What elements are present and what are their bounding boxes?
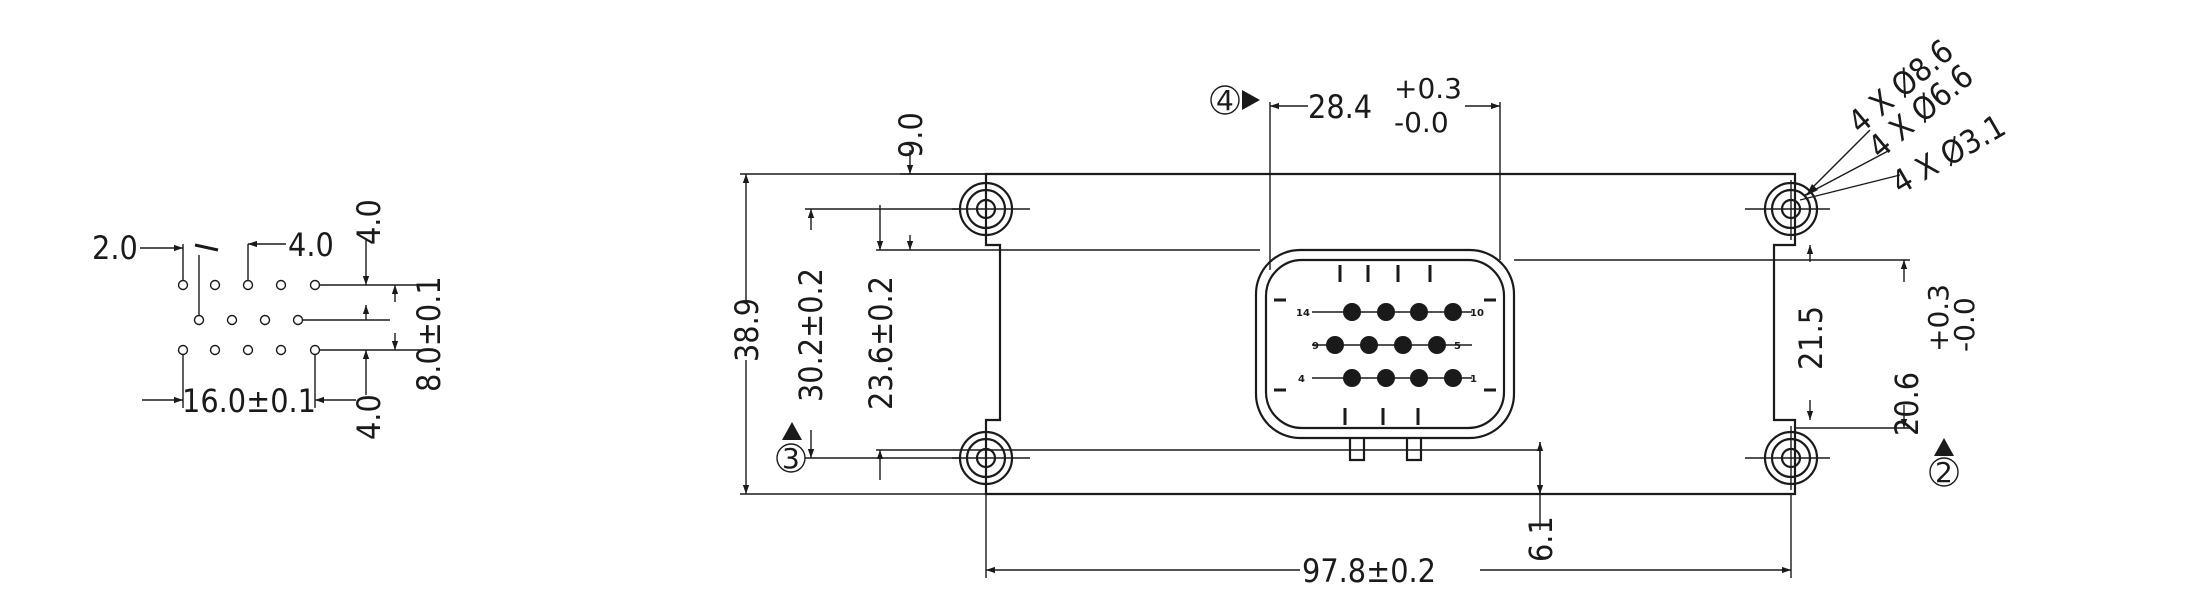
dim-text-6-1: 6.1 bbox=[1522, 516, 1560, 562]
dim-text-23-6: 23.6±0.2 bbox=[862, 276, 900, 410]
datum-marker-4: 4 bbox=[1210, 84, 1260, 117]
connector-body bbox=[1254, 248, 1516, 462]
dim-text-20-6-tol-plus: +0.3 bbox=[1922, 284, 1955, 352]
svg-text:4: 4 bbox=[1216, 84, 1234, 117]
plate-outline bbox=[984, 172, 1797, 496]
svg-text:3: 3 bbox=[782, 442, 800, 475]
pattern-hole bbox=[177, 344, 189, 356]
dim-text-4-0-top: 4.0 bbox=[288, 226, 334, 264]
pin-label-14: 14 bbox=[1296, 308, 1310, 319]
dim-text-38-9: 38.9 bbox=[728, 298, 766, 362]
dim-text-21-5: 21.5 bbox=[1792, 306, 1830, 370]
mounting-hole-bottom-right bbox=[1745, 426, 1830, 490]
dim-text-4-0-vert-top: 4.0 bbox=[350, 199, 388, 245]
pin-label-1: 1 bbox=[1470, 374, 1477, 385]
dim-text-28-4-tol-minus: -0.0 bbox=[1394, 106, 1449, 139]
dim-text-20-6-value: 20.6 bbox=[1888, 372, 1926, 436]
pattern-hole bbox=[309, 279, 321, 291]
pattern-hole bbox=[292, 314, 304, 326]
dim-text-16-0: 16.0±0.1 bbox=[182, 382, 316, 420]
dim-text-28-4-tol-plus: +0.3 bbox=[1394, 72, 1462, 105]
pattern-hole bbox=[242, 279, 254, 291]
dim-text-2-0: 2.0 bbox=[92, 229, 138, 267]
pattern-hole bbox=[177, 279, 189, 291]
datum-marker-2: 2 bbox=[1929, 438, 1959, 489]
svg-text:2: 2 bbox=[1935, 456, 1953, 489]
pin-label-9: 9 bbox=[1312, 341, 1319, 352]
mounting-hole-bottom-left bbox=[952, 426, 1030, 490]
datum-marker-3: 3 bbox=[776, 422, 806, 475]
pattern-hole bbox=[209, 344, 221, 356]
pin-label-10: 10 bbox=[1470, 308, 1484, 319]
pattern-hole bbox=[259, 314, 271, 326]
dim-text-20-6-tol-minus: -0.0 bbox=[1948, 297, 1981, 352]
pin-label-5: 5 bbox=[1454, 341, 1461, 352]
dim-text-8-0: 8.0±0.1 bbox=[410, 276, 448, 392]
connector-pins: 14 10 9 5 4 1 bbox=[1296, 303, 1484, 387]
hole-callouts: 4 X Ø8.6 4 X Ø6.6 4 X Ø3.1 bbox=[1799, 32, 2012, 202]
dim-text-9-0: 9.0 bbox=[892, 112, 930, 158]
mounting-hole-top-right bbox=[1745, 180, 1830, 240]
connector-main-view: 14 10 9 5 4 1 38.9 30.2±0.2 3 23.6±0.2 bbox=[728, 32, 2012, 590]
pattern-hole bbox=[275, 344, 287, 356]
pin-pattern-holes bbox=[177, 279, 321, 356]
pattern-hole bbox=[226, 314, 238, 326]
dim-text-4-0-vert-bottom: 4.0 bbox=[350, 394, 388, 440]
pattern-hole bbox=[209, 279, 221, 291]
pin-pattern-view: 2.0 4.0 4.0 8.0±0.1 4.0 16.0±0.1 bbox=[92, 199, 448, 440]
dim-text-97-8: 97.8±0.2 bbox=[1302, 552, 1436, 590]
dim-text-30-2: 30.2±0.2 bbox=[792, 268, 830, 402]
pattern-hole bbox=[309, 344, 321, 356]
pattern-hole bbox=[242, 344, 254, 356]
mounting-hole-top-left bbox=[952, 180, 1030, 240]
dim-text-28-4-value: 28.4 bbox=[1308, 88, 1372, 126]
pattern-hole bbox=[193, 314, 205, 326]
pattern-hole bbox=[275, 279, 287, 291]
pin-label-4: 4 bbox=[1298, 374, 1305, 385]
